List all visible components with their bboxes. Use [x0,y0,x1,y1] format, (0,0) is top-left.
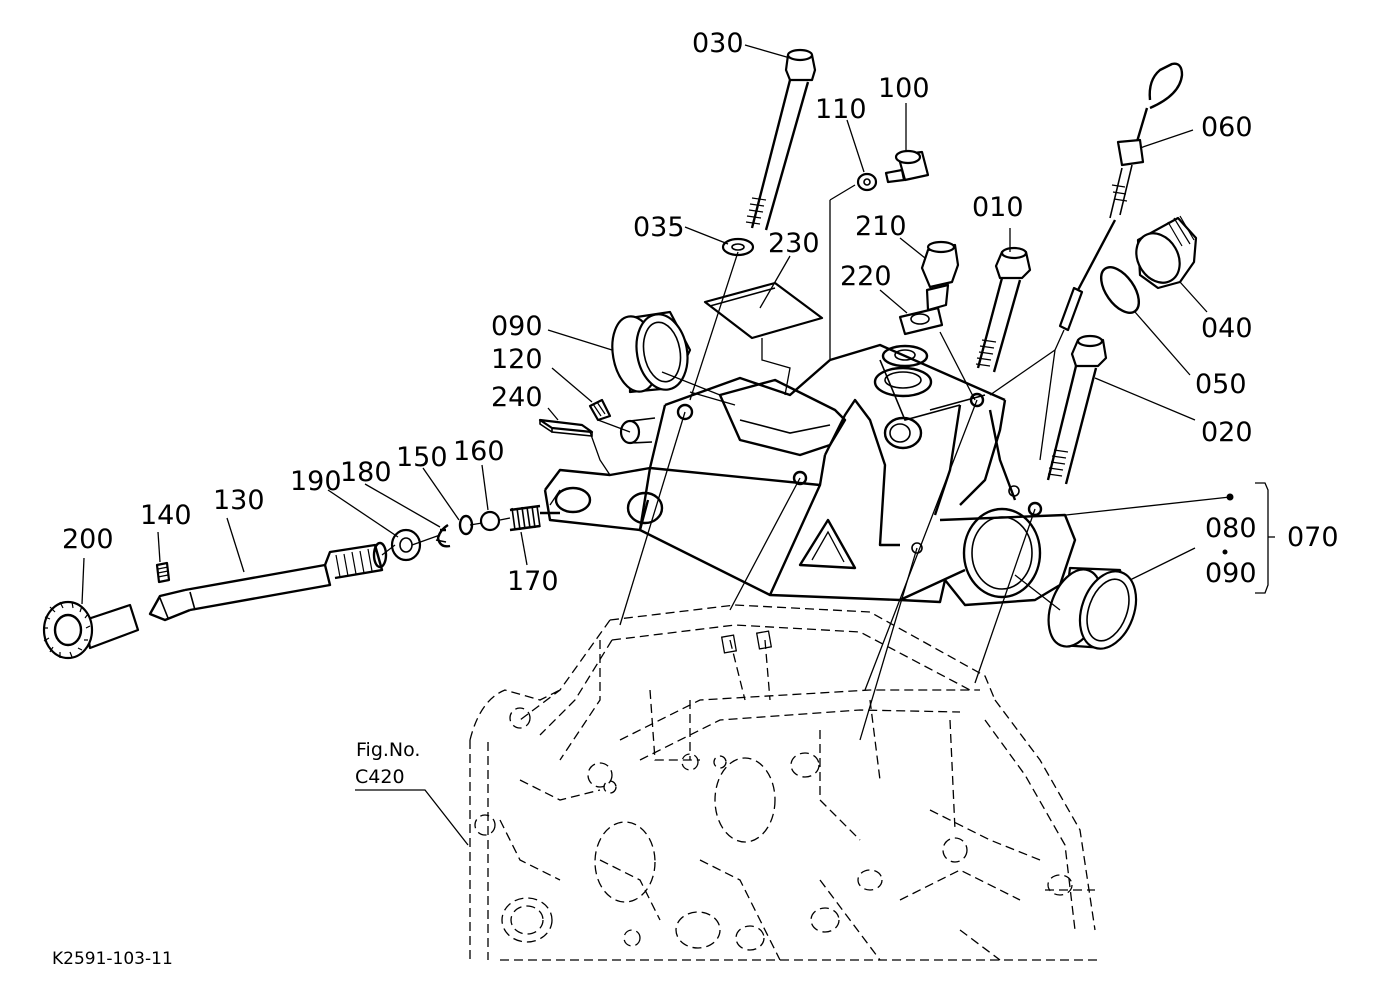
label-100: 100 [878,73,930,104]
label-070: 070 [1287,522,1339,553]
key-240 [538,418,594,437]
label-200: 200 [62,524,114,555]
label-190: 190 [290,466,342,497]
label-050: 050 [1195,369,1247,400]
plug-100 [884,149,930,184]
label-080: 080 [1205,513,1257,544]
reference-fig-no: Fig.No. [356,739,420,761]
label-040: 040 [1201,313,1253,344]
label-030: 030 [692,28,744,59]
bushing-090-upper [611,310,692,394]
label-020: 020 [1201,417,1253,448]
label-170: 170 [507,566,559,597]
washer-190 [390,528,422,562]
reference-fig-number: C420 [355,766,405,788]
label-130: 130 [213,485,265,516]
label-090-lower: 090 [1205,558,1257,589]
dipstick-060 [1058,62,1184,332]
o-ring-050 [1099,266,1141,314]
figure-code: K2591-103-11 [52,949,173,969]
transmission-case-outline [469,604,1100,961]
circlip-180 [435,523,451,548]
plug-040 [1135,215,1198,290]
label-180: 180 [340,457,392,488]
bolt-010 [975,246,1032,373]
bolt-020 [1046,334,1108,485]
label-210: 210 [855,211,907,242]
front-cover-housing [543,343,1077,607]
bolt-030 [745,48,817,231]
fitting-210 [920,240,960,312]
bushing-090-lower [1047,566,1138,650]
label-035: 035 [633,212,685,243]
knob-200 [42,600,140,660]
leader-lines [81,44,1275,846]
washer-220 [898,306,944,336]
set-screw-120 [588,398,612,422]
label-060: 060 [1201,112,1253,143]
spring-170 [509,504,560,532]
ball-160 [479,510,501,532]
washer-035 [721,237,755,257]
label-090-upper: 090 [491,311,543,342]
label-230: 230 [768,228,820,259]
shaft-130 [148,541,388,622]
label-240: 240 [491,382,543,413]
label-120: 120 [491,344,543,375]
label-110: 110 [815,94,867,125]
label-220: 220 [840,261,892,292]
part-labels: 030 110 100 060 010 035 210 230 220 040 … [52,28,1339,969]
washer-110 [856,172,878,192]
label-160: 160 [453,436,505,467]
pin-140 [155,561,171,584]
label-140: 140 [140,500,192,531]
label-150: 150 [396,442,448,473]
gasket-230 [703,281,824,340]
assembly-lines [381,184,1231,741]
label-010: 010 [972,192,1024,223]
